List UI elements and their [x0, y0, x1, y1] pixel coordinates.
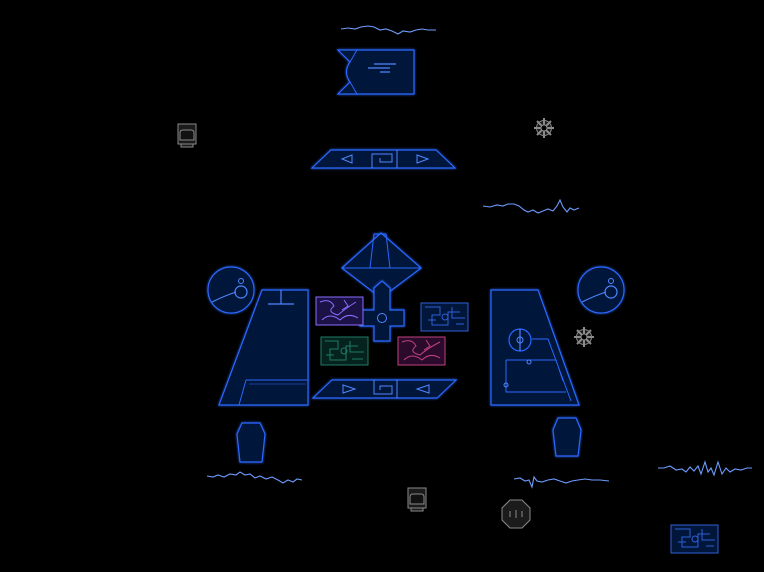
- turret-dish-left: [207, 266, 255, 314]
- upper-arrow-bar: [310, 149, 457, 169]
- hex-thruster-left: [236, 422, 266, 463]
- static-wave-center: [513, 475, 610, 489]
- computer-terminal-icon[interactable]: [407, 487, 427, 512]
- circuit-tile-blue-mid: [420, 302, 469, 332]
- central-hull-right: [490, 289, 580, 406]
- top-banner-block: [336, 49, 415, 95]
- circuit-tile-purple: [315, 296, 364, 326]
- gear-icon[interactable]: [574, 327, 594, 347]
- circuit-tile-pink: [397, 336, 446, 366]
- static-wave-top: [340, 25, 436, 35]
- static-wave-mid: [482, 198, 580, 214]
- static-wave-right: [658, 460, 752, 477]
- cross-core: [359, 280, 405, 342]
- computer-terminal-icon[interactable]: [177, 123, 197, 148]
- lower-arrow-bar: [311, 379, 458, 399]
- octagon-drone-icon[interactable]: [501, 499, 531, 529]
- circuit-tile-green: [320, 336, 369, 366]
- gear-icon[interactable]: [534, 118, 554, 138]
- hex-thruster-right: [552, 417, 582, 457]
- circuit-tile-bottom-right: [670, 524, 719, 554]
- pyramid-spire: [341, 232, 422, 299]
- turret-dish-right: [577, 266, 625, 314]
- central-hull-left: [218, 289, 309, 406]
- static-wave-left: [206, 471, 303, 484]
